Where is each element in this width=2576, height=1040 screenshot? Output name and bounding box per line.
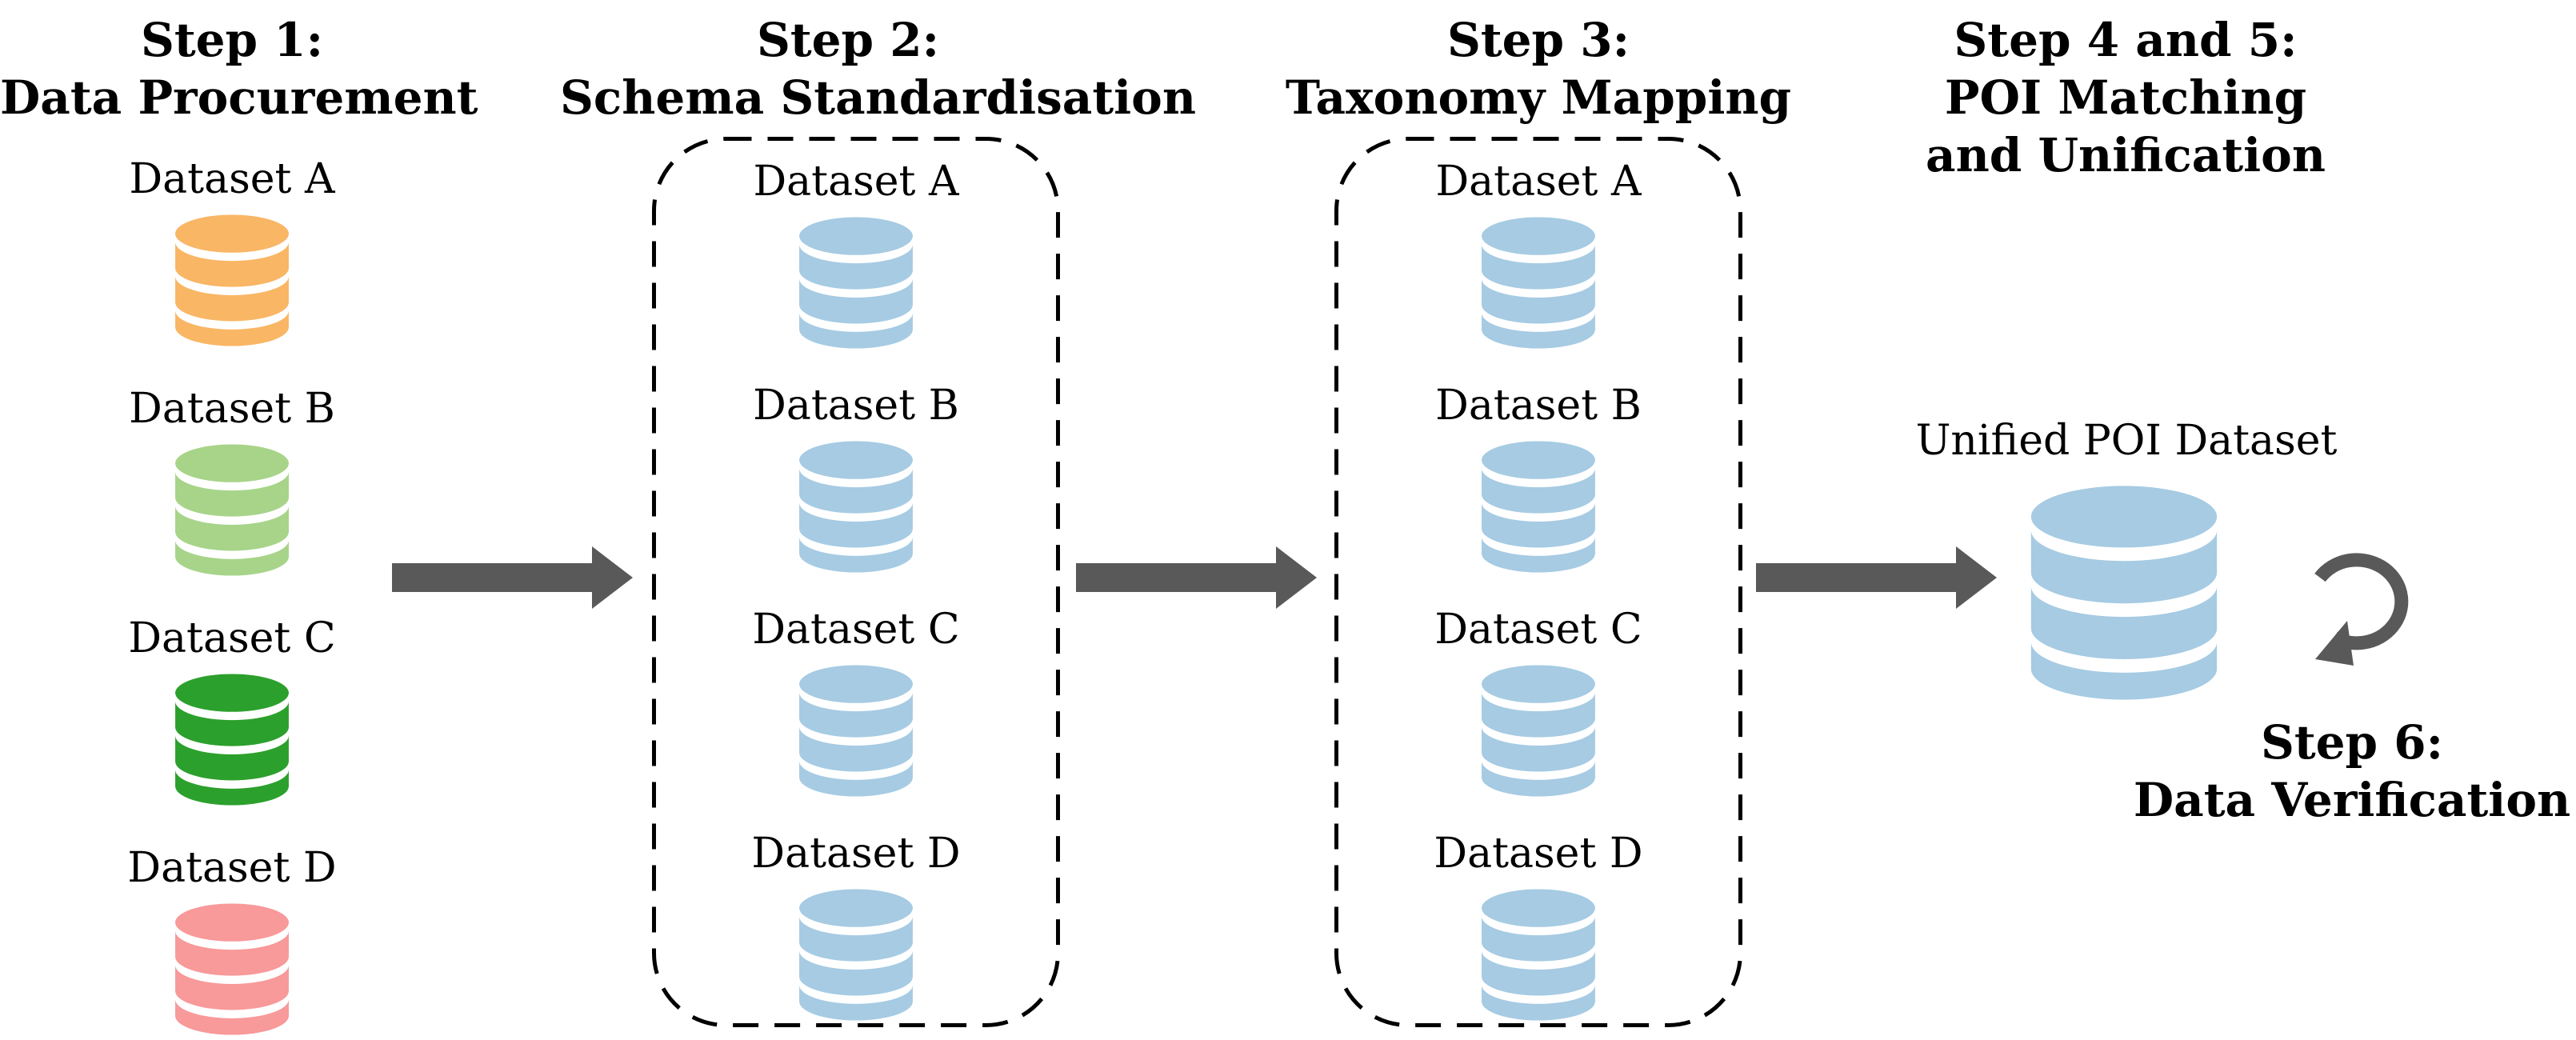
dataset-d-item: Dataset D: [751, 830, 961, 1022]
step3-title-line2: Taxonomy Mapping: [1285, 70, 1792, 125]
dataset-a-item: Dataset A: [129, 155, 335, 347]
dashed-border: [652, 137, 1060, 1027]
taxonomy-mapping-box: Dataset A Dataset B Dataset C Dataset D: [1334, 136, 1743, 1028]
database-icon: [797, 664, 915, 798]
step3-title: Step 3: Taxonomy Mapping: [1250, 11, 1826, 126]
database-icon: [173, 673, 291, 806]
step4-5-title: Step 4 and 5: POI Matching and Unificati…: [1838, 11, 2414, 184]
dataset-label: Dataset B: [129, 385, 335, 433]
dataset-label: Dataset A: [129, 155, 335, 203]
step4-5-title-line2: POI Matching: [1944, 70, 2307, 125]
dataset-c-item: Dataset C: [128, 614, 336, 806]
database-icon: [1479, 664, 1598, 798]
arrow-right-icon: [392, 546, 634, 610]
step2-title: Step 2: Schema Standardisation: [560, 11, 1197, 126]
database-icon: [173, 902, 291, 1036]
dataset-label: Dataset C: [1434, 606, 1642, 654]
database-icon: [797, 440, 915, 574]
database-icon: [797, 888, 915, 1022]
step1-title: Step 1: Data Procurement: [0, 11, 478, 126]
step6-title: Step 6: Data Verification: [2120, 714, 2576, 829]
step6-title-line2: Data Verification: [2133, 773, 2571, 827]
step6-title-line1: Step 6:: [2260, 715, 2444, 770]
dataset-label: Dataset D: [751, 830, 961, 878]
arrow-right-icon: [1076, 546, 1318, 610]
dataset-a-item: Dataset A: [1435, 158, 1642, 350]
dataset-b-item: Dataset B: [753, 382, 959, 574]
database-icon: [797, 216, 915, 350]
rotate-clockwise-arrow-icon: [2307, 539, 2419, 682]
database-icon: [1479, 440, 1598, 574]
dashed-border: [1334, 137, 1742, 1027]
dataset-d-item: Dataset D: [1434, 830, 1643, 1022]
dataset-c-item: Dataset C: [752, 606, 960, 798]
dataset-label: Dataset C: [752, 606, 960, 654]
step1-title-line2: Data Procurement: [0, 70, 478, 125]
dataset-d-item: Dataset D: [127, 844, 337, 1036]
step2-title-line1: Step 2:: [756, 13, 940, 67]
schema-column: Dataset A Dataset B Dataset C Dataset D: [651, 158, 1061, 1022]
dataset-label: Dataset D: [127, 844, 337, 892]
step4-5-title-line1: Step 4 and 5:: [1954, 13, 2298, 67]
schema-standardisation-box: Dataset A Dataset B Dataset C Dataset D: [651, 136, 1061, 1028]
dataset-b-item: Dataset B: [129, 386, 335, 577]
step4-5-title-line3: and Unification: [1925, 128, 2326, 182]
dataset-label: Dataset B: [1435, 382, 1642, 430]
procurement-column: Dataset A Dataset B Dataset C Dataset D: [27, 156, 437, 1036]
arrow-right-icon: [1756, 546, 1998, 610]
unified-database-icon: [2027, 484, 2221, 702]
step2-title-line2: Schema Standardisation: [560, 70, 1197, 125]
database-icon: [173, 443, 291, 577]
database-icon: [1479, 216, 1598, 350]
unified-dataset-label: Unified POI Dataset: [1915, 417, 2338, 465]
dataset-label: Dataset D: [1434, 830, 1643, 878]
dataset-label: Dataset B: [753, 382, 959, 430]
database-icon: [173, 214, 291, 347]
dataset-label: Dataset C: [128, 614, 336, 662]
step1-title-line1: Step 1:: [140, 13, 324, 67]
taxonomy-column: Dataset A Dataset B Dataset C Dataset D: [1334, 158, 1743, 1022]
dataset-a-item: Dataset A: [753, 158, 959, 350]
dataset-c-item: Dataset C: [1434, 606, 1642, 798]
dataset-label: Dataset A: [753, 158, 959, 206]
database-icon: [1479, 888, 1598, 1022]
dataset-label: Dataset A: [1435, 158, 1642, 206]
dataset-b-item: Dataset B: [1435, 382, 1642, 574]
step3-title-line1: Step 3:: [1446, 13, 1630, 67]
